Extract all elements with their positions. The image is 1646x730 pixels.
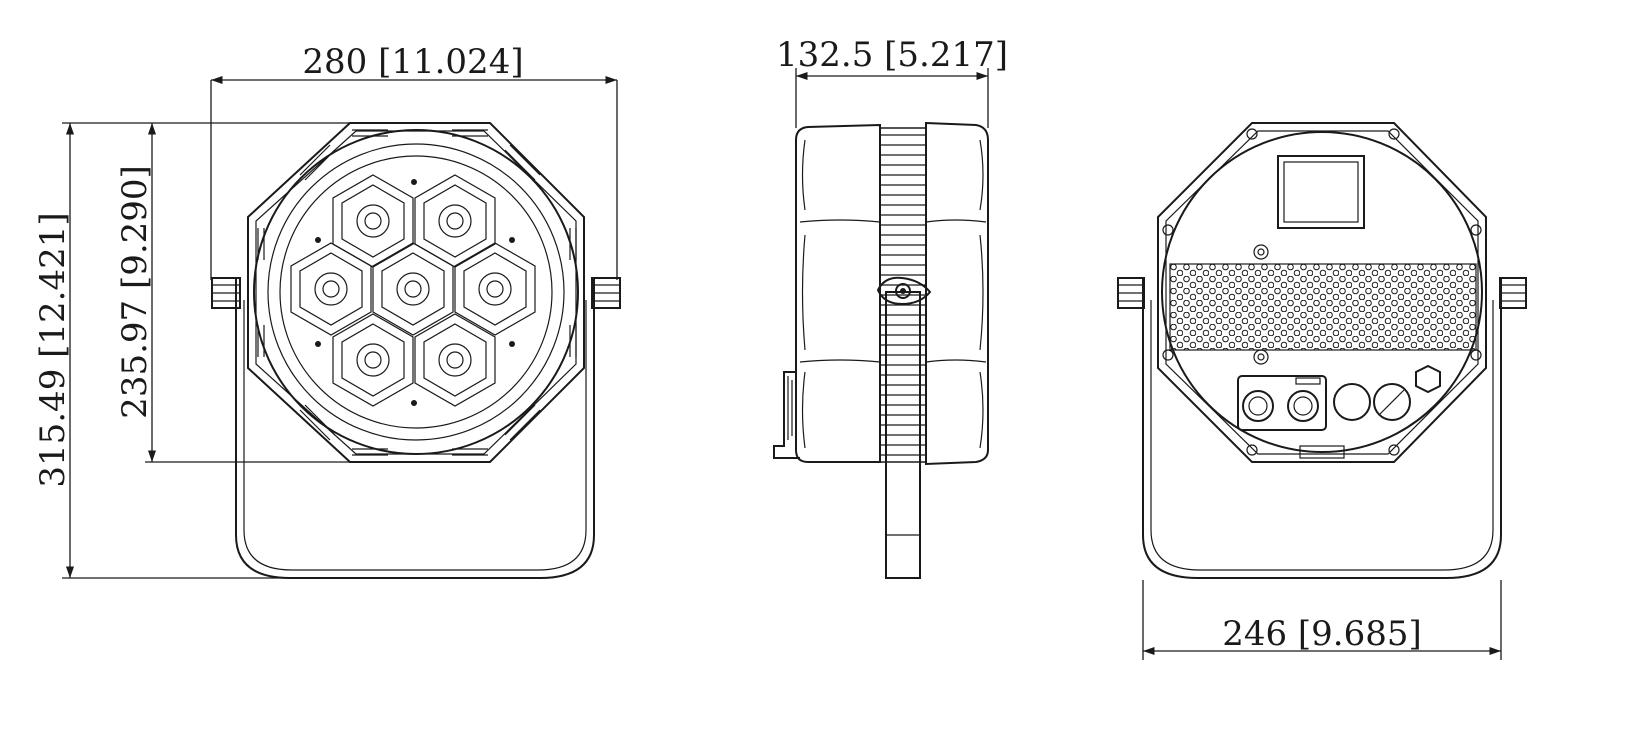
rear-bottom-clip [1299, 445, 1345, 459]
side-view [773, 121, 989, 579]
fuse-holder [1373, 383, 1411, 421]
dimension-side-depth: 132.5 [5.217] [776, 35, 1008, 128]
dimension-rear-bracket-width: 246 [9.685] [1142, 580, 1502, 660]
side-rear-housing [925, 121, 989, 466]
rear-body-circle [1161, 131, 1483, 453]
front-view [211, 122, 621, 579]
led-lens [414, 174, 496, 268]
front-housing-inner [255, 130, 577, 455]
front-bezel-outer [253, 129, 579, 455]
front-bezel-ring [279, 155, 553, 429]
led-lens [290, 242, 372, 336]
rear-side-knob-left [1117, 277, 1145, 309]
front-yoke-bracket [235, 278, 595, 579]
dimension-label-front-total-height: 315.49 [12.421] [33, 212, 73, 487]
power-in-connector [1242, 390, 1274, 422]
front-side-knob-right [591, 277, 621, 309]
front-vent-slots [257, 129, 577, 456]
rear-button-top [1253, 244, 1269, 260]
dimension-front-width: 280 [11.024] [210, 42, 618, 280]
front-bezel-inner [267, 143, 565, 441]
rear-display-window [1277, 155, 1365, 229]
dimension-front-head-height: 235.97 [9.290] [115, 122, 350, 463]
dimension-label-side-depth: 132.5 [5.217] [776, 35, 1008, 75]
led-lens [414, 313, 496, 407]
rear-housing-octagon [1157, 122, 1487, 463]
rear-side-knob-right [1499, 277, 1527, 309]
side-knob [876, 276, 932, 306]
lens-screws [315, 179, 515, 406]
data-connector [1333, 383, 1371, 421]
led-lens [372, 242, 454, 336]
led-array [290, 174, 536, 407]
side-front-housing [795, 123, 881, 463]
rear-screws [1162, 128, 1482, 456]
rear-view [1117, 122, 1527, 579]
rear-hex-plug [1415, 364, 1441, 394]
power-out-connector [1287, 390, 1319, 422]
rear-ventilation-grille [1169, 263, 1477, 351]
side-rear-connector [773, 371, 800, 459]
led-lens [454, 242, 536, 336]
front-housing-octagon [247, 122, 585, 463]
side-heatsink [879, 127, 927, 463]
dimension-label-front-head-height: 235.97 [9.290] [115, 165, 155, 419]
led-lens [332, 313, 414, 407]
led-lens [332, 174, 414, 268]
dimension-label-front-width: 280 [11.024] [302, 42, 523, 82]
dimension-label-rear-bracket-width: 246 [9.685] [1222, 614, 1422, 654]
rear-button-bottom [1253, 349, 1269, 365]
rear-yoke-bracket [1142, 278, 1502, 579]
rear-housing-inner [1165, 130, 1479, 455]
rear-connector-panel [1237, 364, 1441, 431]
dimension-front-total-height: 315.49 [12.421] [33, 122, 350, 579]
